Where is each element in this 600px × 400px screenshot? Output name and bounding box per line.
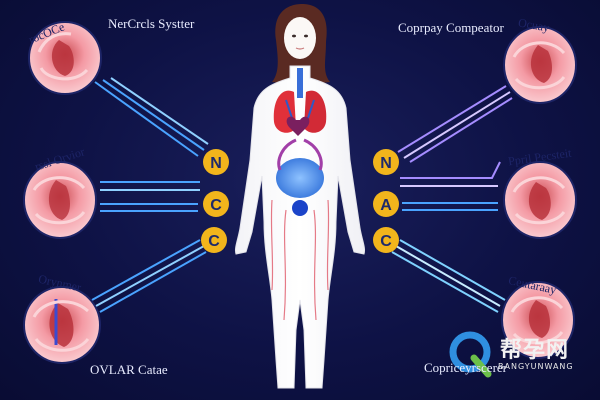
node-left-2-label: C [210,197,222,214]
connector-mid-left [100,181,200,212]
watermark-brand-cn: 帮孕网 [500,338,570,363]
connector-mid-right [400,161,501,211]
node-right-3: C [373,227,399,253]
node-right-1: N [373,149,399,175]
node-right-3-label: C [380,233,392,250]
connector-top-right [397,85,513,163]
organ-mid-right [503,161,577,239]
connector-bottom-left [91,239,207,313]
node-left-3: C [201,227,227,253]
watermark-logo-icon [449,331,492,378]
left-nodes: N C C [201,149,229,253]
node-right-2: A [373,191,399,217]
trachea [297,68,303,98]
node-left-1: N [203,149,229,175]
right-nodes: N A C [373,149,399,253]
right-connectors [391,85,513,313]
human-figure [235,4,365,389]
connector-bottom-right [391,239,506,313]
organ-bottom-left [23,286,101,364]
organ-top-left [28,21,102,95]
heart [286,116,310,136]
organ-top-right [503,26,577,104]
node-right-2-label: A [380,197,392,214]
organ-bottom-right [501,281,575,359]
title-left: NerCrcls Systter [108,16,195,31]
left-connectors [91,77,209,313]
face [284,17,316,59]
body-silhouette [235,65,365,389]
bladder [292,200,308,216]
node-left-1-label: N [210,155,222,172]
organ-mid-left [23,161,97,239]
watermark-brand-en: BANGYUNWANG [498,362,574,371]
node-left-3-label: C [208,233,220,250]
right-lung [304,90,327,133]
caption-bottom-right: Copriceyrscerer [424,360,508,375]
stomach [276,158,324,198]
connector-top-left [94,77,209,157]
node-left-2: C [203,191,229,217]
title-right: Coprpay Compeator [398,20,504,35]
node-right-1-label: N [380,155,392,172]
caption-bottom-left: OVLAR Catae [90,362,168,377]
